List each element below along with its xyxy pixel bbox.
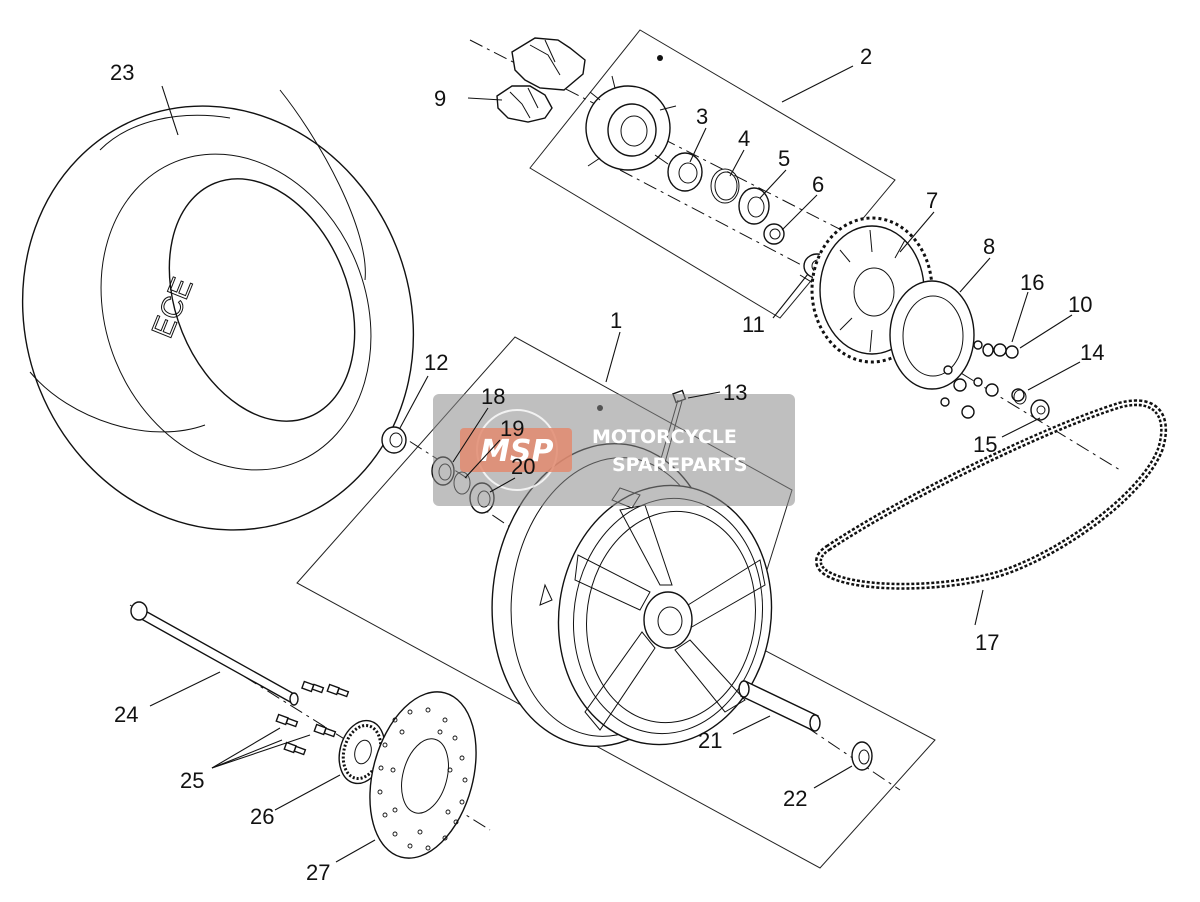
assembly-marker-dot (657, 55, 663, 61)
rear-wheel-rim (491, 405, 773, 748)
label-part-27: 27 (306, 860, 330, 885)
label-part-18: 18 (481, 384, 505, 409)
drive-chain (815, 399, 1168, 590)
label-part-26: 26 (250, 804, 274, 829)
label-part-5: 5 (778, 146, 790, 171)
sprocket-carrier-assembly-box (529, 29, 896, 319)
bearing-22 (851, 741, 873, 771)
label-part-1: 1 (610, 308, 622, 333)
label-part-9: 9 (434, 86, 446, 111)
watermark-line2: SPAREPARTS (612, 454, 748, 476)
label-part-23: 23 (110, 60, 134, 85)
label-part-25: 25 (180, 768, 204, 793)
cush-drive-rubbers (496, 37, 586, 123)
watermark: MSP MOTORCYCLE SPAREPARTS (433, 394, 795, 506)
label-part-15: 15 (973, 432, 997, 457)
axis-line-carrier-lower (619, 169, 831, 281)
label-part-2: 2 (860, 44, 872, 69)
label-part-10: 10 (1068, 292, 1092, 317)
spacer-12 (381, 426, 407, 454)
label-part-24: 24 (114, 702, 138, 727)
label-part-8: 8 (983, 234, 995, 259)
nuts-and-washers (940, 340, 1025, 419)
label-part-22: 22 (783, 786, 807, 811)
disc-bolts (275, 680, 350, 756)
label-part-20: 20 (511, 454, 535, 479)
leader-lines (149, 65, 1081, 863)
wheel-spindle (130, 601, 299, 706)
label-part-12: 12 (424, 350, 448, 375)
rear-brake-disc (369, 691, 477, 859)
label-part-19: 19 (500, 416, 524, 441)
tyre: ECE (21, 89, 415, 531)
label-part-11: 11 (742, 312, 765, 337)
label-part-16: 16 (1020, 270, 1044, 295)
label-part-14: 14 (1080, 340, 1104, 365)
label-part-3: 3 (696, 104, 708, 129)
wheel-spacer-tube (738, 680, 821, 732)
bearing-3 (667, 152, 703, 192)
label-part-7: 7 (926, 188, 938, 213)
label-part-6: 6 (812, 172, 824, 197)
sprocket-flange (889, 280, 975, 390)
axle-nut-and-washer (1013, 389, 1050, 421)
label-part-17: 17 (975, 630, 999, 655)
watermark-logo: MSP (480, 434, 553, 469)
watermark-line1: MOTORCYCLE (592, 426, 737, 448)
label-part-13: 13 (723, 380, 747, 405)
label-part-21: 21 (698, 728, 722, 753)
sprocket-carrier-hub (585, 55, 677, 171)
label-part-4: 4 (738, 126, 750, 151)
spacer-6 (763, 223, 785, 245)
circlip-4 (710, 168, 740, 204)
